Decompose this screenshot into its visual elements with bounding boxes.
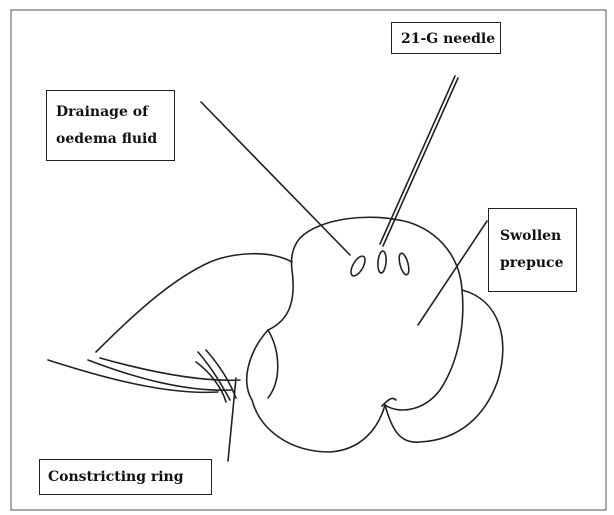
shaft-line-3 bbox=[100, 358, 240, 380]
label-swollen-prepuce: Swollen prepuce bbox=[488, 208, 577, 292]
shaft-join bbox=[268, 330, 278, 398]
label-21g-needle: 21-G needle bbox=[391, 22, 501, 54]
puncture-hole-1 bbox=[348, 254, 368, 278]
needle-shaft-a bbox=[380, 76, 455, 244]
label-drainage-line1: Drainage of bbox=[56, 99, 174, 126]
label-constricting-ring: Constricting ring bbox=[39, 459, 212, 495]
label-prepuce-line1: Swollen bbox=[500, 223, 576, 250]
leader-prepuce bbox=[418, 221, 487, 325]
label-ring-text: Constricting ring bbox=[48, 465, 211, 489]
label-needle-text: 21-G needle bbox=[401, 27, 500, 51]
puncture-hole-3 bbox=[397, 252, 410, 275]
prepuce-inner-curve bbox=[385, 290, 463, 410]
prepuce-fold bbox=[382, 398, 396, 406]
puncture-hole-2 bbox=[377, 251, 387, 274]
prepuce-outline bbox=[247, 217, 503, 452]
label-prepuce-line2: prepuce bbox=[500, 250, 576, 277]
leader-drainage bbox=[201, 102, 350, 255]
needle-shaft-b bbox=[383, 78, 458, 246]
label-drainage-line2: oedema fluid bbox=[56, 126, 174, 153]
label-drainage: Drainage of oedema fluid bbox=[46, 90, 175, 161]
